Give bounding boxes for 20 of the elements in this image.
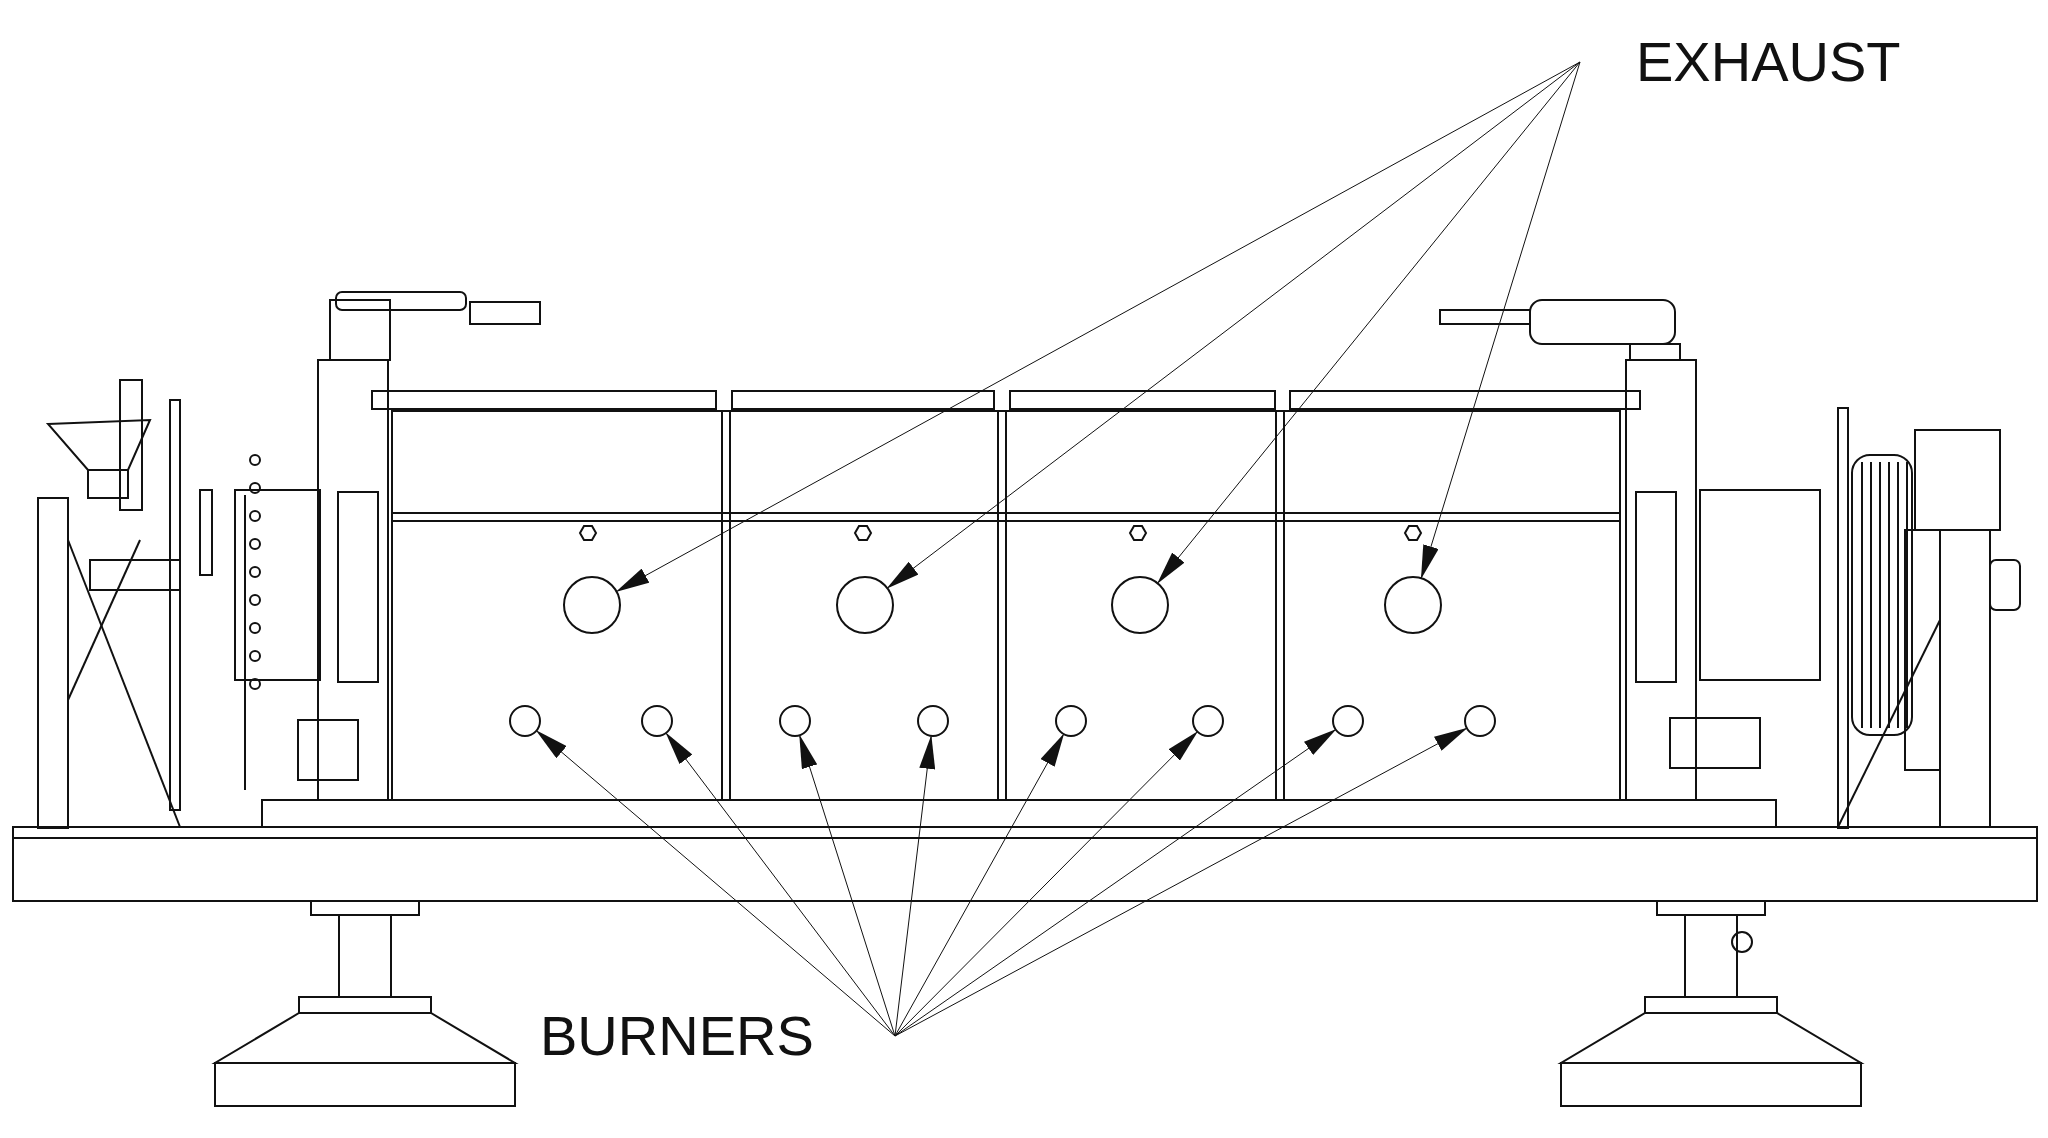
port-opening: [1111, 576, 1169, 634]
callout-label: BURNERS: [540, 998, 814, 1074]
port-opening: [1332, 705, 1364, 737]
leader-line: [894, 730, 1199, 1037]
port-opening: [641, 705, 673, 737]
port-opening: [509, 705, 541, 737]
port-opening: [1464, 705, 1496, 737]
callout-label: EXHAUST: [1636, 24, 1901, 100]
port-opening: [1384, 576, 1442, 634]
leader-line: [535, 730, 896, 1037]
port-opening: [563, 576, 621, 634]
port-opening: [1192, 705, 1224, 737]
port-opening: [917, 705, 949, 737]
leader-line: [886, 61, 1581, 589]
port-opening: [1055, 705, 1087, 737]
leader-line: [894, 729, 1337, 1037]
leader-line: [665, 732, 896, 1037]
port-opening: [779, 705, 811, 737]
port-opening: [836, 576, 894, 634]
leader-line: [1157, 61, 1581, 584]
